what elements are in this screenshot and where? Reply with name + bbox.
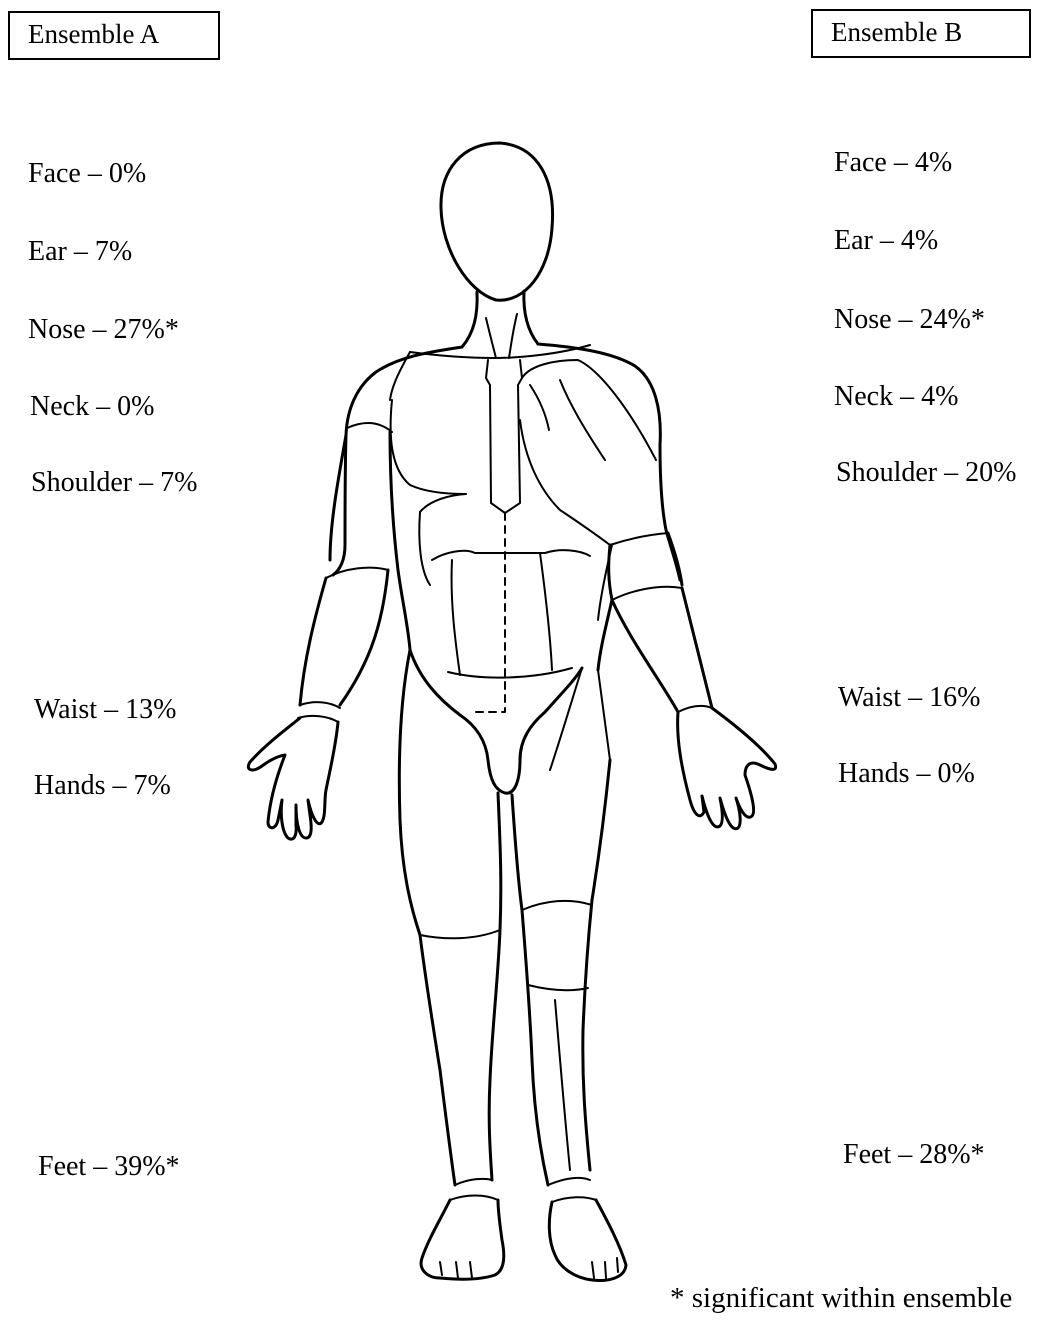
left-forearm-outline — [300, 578, 326, 705]
neck-outline — [462, 292, 477, 347]
right-forearm-outline — [612, 600, 678, 712]
right-foot-outline — [549, 1200, 626, 1280]
right-leg-outline — [583, 760, 610, 1170]
left-leg-outline — [399, 650, 455, 1185]
torso-left-outline — [333, 347, 462, 575]
left-hand-outline — [248, 718, 338, 839]
right-hand-outline — [678, 708, 776, 829]
left-foot-outline — [421, 1200, 504, 1279]
head-outline — [441, 143, 553, 300]
